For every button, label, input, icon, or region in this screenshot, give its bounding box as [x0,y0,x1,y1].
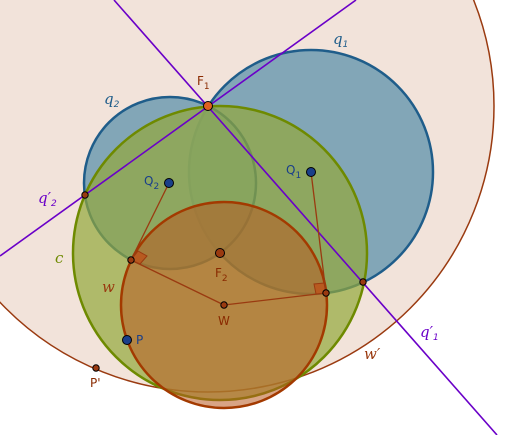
point-P-prime[interactable] [92,364,100,372]
point-F1[interactable] [203,101,213,111]
label-P: P [136,333,143,347]
point-Q2[interactable] [164,178,174,188]
right-angle-marker-left [130,250,148,265]
point-tangent-left [127,256,135,264]
label-F2: F2 [215,266,228,284]
segment-Q1-tangent [310,171,327,294]
label-q1: q1 [333,30,348,50]
label-w: w [102,278,115,296]
line-q2-prime [0,0,357,257]
label-q2: q2 [104,90,120,110]
point-intersection-q1-prime [359,278,367,286]
point-W[interactable] [220,301,228,309]
label-w-prime: w′ [364,345,381,363]
label-P-prime: P' [90,376,101,390]
label-c: c [55,249,64,267]
label-Q2: Q2 [144,174,159,192]
point-Q1[interactable] [306,167,316,177]
label-q1-prime: q′1 [420,323,439,343]
label-q2-prime: q′2 [38,189,57,209]
label-W: W [218,314,230,328]
segment-W-left [130,259,225,306]
line-q1-prime [113,0,498,435]
point-tangent-right [322,289,330,297]
segment-W-right [223,292,327,306]
point-intersection-q2-prime [81,191,89,199]
label-F1: F1 [197,74,210,92]
point-F2[interactable] [215,248,225,258]
point-P[interactable] [122,335,132,345]
label-Q1: Q1 [286,163,301,181]
segment-Q2-tangent [130,182,170,261]
